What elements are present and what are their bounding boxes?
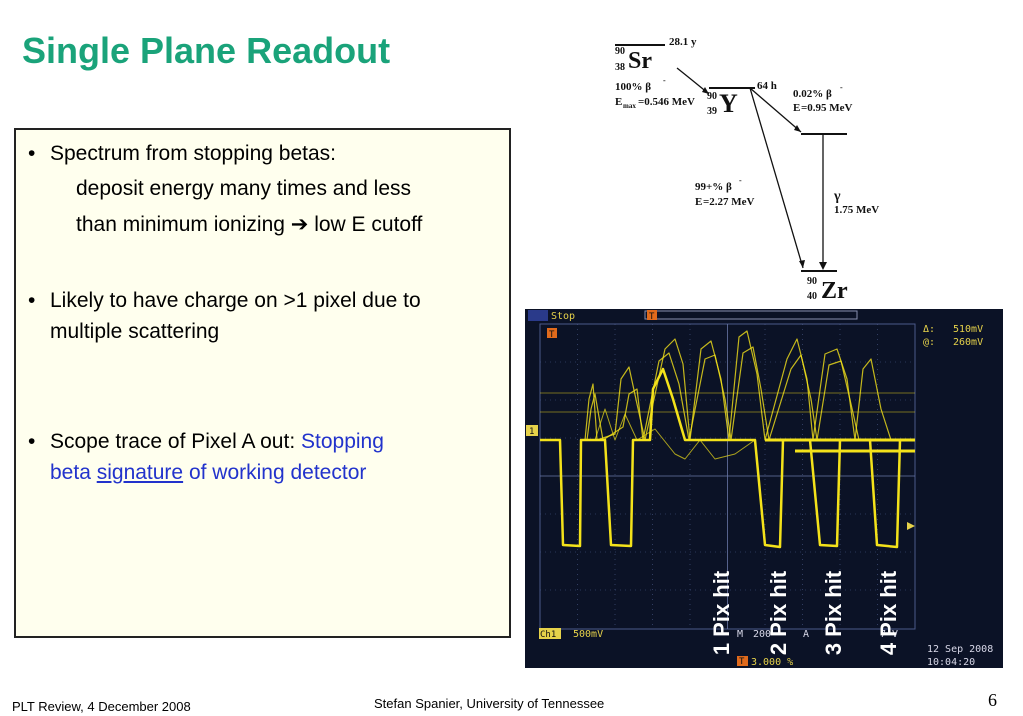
svg-text:T: T: [739, 657, 745, 667]
page-number: 6: [988, 690, 997, 710]
scope-status-icon: [528, 310, 548, 321]
y-branch-main: 99+% β: [695, 181, 732, 193]
m-value: 200: [753, 629, 771, 640]
y-decay-arrow-main: [749, 87, 804, 269]
y-emax-main-val: =2.27 MeV: [703, 196, 755, 208]
sr-emax-val: =0.546 MeV: [638, 96, 695, 108]
bullet-1-line-3: than minimum ionizing ➔ low E cutoff: [76, 212, 422, 237]
footer-left: PLT Review, 4 December 2008: [12, 699, 191, 714]
bullet-3-line-2a: beta: [50, 461, 97, 484]
channel-1-marker: [526, 425, 538, 436]
sr-emax-e: E: [615, 96, 622, 108]
signature-link[interactable]: signature: [96, 461, 184, 484]
trigger-level-arrow: [907, 522, 915, 530]
y-symbol: Y: [719, 89, 738, 118]
bullet-3-line-1a: Scope trace of Pixel A out:: [50, 430, 301, 453]
ch1-scale: 500mV: [573, 629, 603, 640]
sr-z: 38: [615, 62, 625, 73]
y-mass: 90: [707, 91, 717, 102]
sr-mass: 90: [615, 46, 625, 57]
y-emax-main-e: E: [695, 196, 702, 208]
bullet-1: • Spectrum from stopping betas:: [28, 138, 336, 169]
trigger-marker: [547, 328, 557, 338]
label-1-pix-hit: 1 Pix hit: [709, 570, 734, 656]
trigger-marker-top: [647, 310, 657, 320]
text-box: • Spectrum from stopping betas: deposit e…: [14, 128, 511, 638]
decay-scheme-diagram: 90 38 Sr 28.1 y 100% β - E max =0.546 Me…: [615, 36, 879, 304]
zr-z: 40: [807, 291, 817, 302]
bullet-3-line-1b: Stopping: [301, 430, 384, 453]
label-3-pix-hit: 3 Pix hit: [821, 570, 846, 656]
bullet-2-line-2: multiple scattering: [50, 320, 220, 343]
trigger-level: 7 V: [880, 629, 898, 640]
bullet-3: • Scope trace of Pixel A out: Stopping be…: [28, 426, 384, 488]
bullet-1-text: Spectrum from stopping betas:: [50, 142, 336, 165]
gamma-symbol: γ: [833, 189, 841, 204]
sr-branch: 100% β: [615, 81, 651, 93]
delta-value: 510mV: [953, 324, 983, 335]
bullet-2-line-1: Likely to have charge on >1 pixel due to: [50, 289, 421, 312]
bullet-1-line-3a: than minimum ionizing: [76, 213, 291, 236]
bullet-1-line-3b: low E cutoff: [308, 213, 423, 236]
svg-text:T: T: [649, 312, 655, 322]
sr-minus: -: [663, 76, 666, 85]
bullet-dot: •: [28, 142, 36, 165]
ch1-badge: [539, 628, 561, 639]
sr-emax-sub: max: [623, 102, 636, 110]
sr-symbol: Sr: [628, 48, 652, 74]
at-value: 260mV: [953, 337, 983, 348]
y-decay-arrow-small: [749, 87, 802, 133]
sr-half-life: 28.1 y: [669, 36, 697, 48]
at-label: @:: [923, 337, 935, 348]
bullet-1-line-2: deposit energy many times and less: [76, 177, 412, 200]
m-label: M: [737, 629, 743, 640]
label-4-pix-hit: 4 Pix hit: [876, 570, 901, 656]
bullet-dot: •: [28, 289, 36, 312]
scope-status: Stop: [551, 311, 575, 322]
a-label: A: [803, 629, 809, 640]
delta-label: Δ:: [923, 324, 935, 335]
svg-text:1: 1: [529, 427, 534, 437]
label-2-pix-hit: 2 Pix hit: [766, 570, 791, 656]
svg-text:T: T: [549, 330, 555, 340]
pct-trigger-icon: [737, 656, 748, 666]
zr-mass: 90: [807, 276, 817, 287]
y-small-minus: -: [840, 83, 843, 92]
scope-time: 10:04:20: [927, 657, 975, 668]
pct-value: 3.000 %: [751, 657, 793, 668]
gamma-energy: 1.75 MeV: [834, 204, 879, 216]
y-emax-small-val: =0.95 MeV: [801, 102, 853, 114]
y-half-life: 64 h: [757, 80, 777, 92]
y-branch-small: 0.02% β: [793, 88, 832, 100]
bullet-dot: •: [28, 430, 36, 453]
arrow-icon: ➔: [290, 213, 309, 236]
scope-trace: [540, 330, 915, 549]
y-z: 39: [707, 106, 717, 117]
zr-symbol: Zr: [821, 278, 848, 304]
footer-center: Stefan Spanier, University of Tennessee: [374, 696, 605, 711]
ch1-label: Ch1: [540, 630, 556, 640]
record-bar: [644, 310, 858, 320]
oscilloscope-screenshot: Stop T T 1 Δ: 510mV @: 260m: [525, 309, 1003, 668]
bullet-3-line-2b: of working detector: [183, 461, 367, 484]
y-emax-small-e: E: [793, 102, 800, 114]
slide-title: Single Plane Readout: [22, 30, 391, 71]
scope-date: 12 Sep 2008: [927, 644, 993, 655]
y-main-minus: -: [739, 176, 742, 185]
bullet-2: • Likely to have charge on >1 pixel due t…: [28, 285, 421, 347]
